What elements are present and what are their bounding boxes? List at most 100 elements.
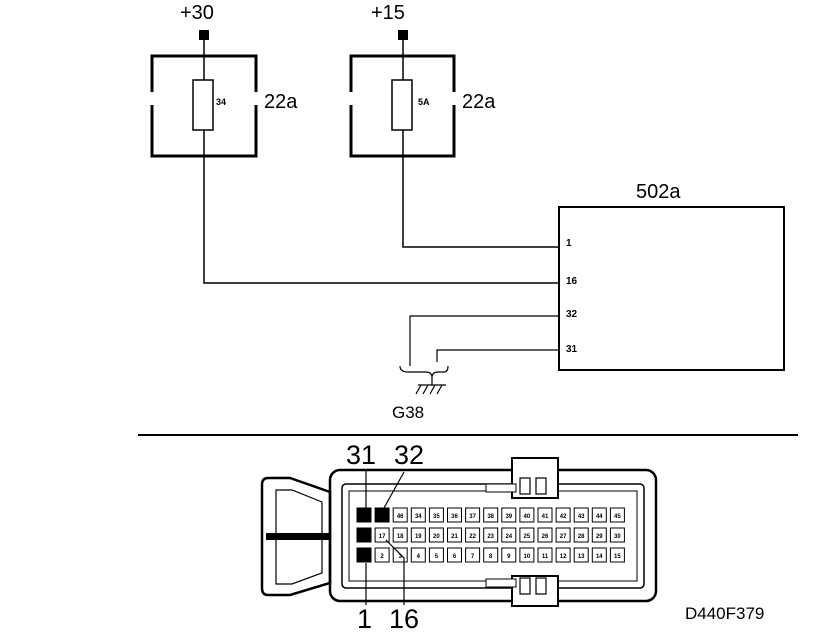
connector-pin-cell [356, 547, 372, 563]
connector-pin-number: 14 [596, 554, 603, 560]
connector-callout-16: 16 [389, 604, 419, 634]
connector-callout-32: 32 [394, 440, 424, 470]
connector-pin-number: 42 [560, 514, 567, 520]
connector-pin-cell [447, 527, 462, 543]
callout-leader-32 [383, 471, 405, 509]
connector-pin-number: 35 [433, 514, 440, 520]
connector-pin-cell [410, 527, 426, 543]
connector-callout-31: 31 [346, 440, 376, 470]
fuse-right-rating: 5A [418, 97, 430, 107]
connector-pin-cell [537, 547, 553, 563]
connector-pin-number: 22 [469, 534, 476, 540]
connector-pin-number: 34 [415, 514, 422, 520]
connector-pin-number: 29 [596, 534, 603, 540]
control-unit-pin-32: 32 [566, 309, 578, 320]
wire-plus15-to-pin1 [402, 156, 559, 248]
connector-pin-cell [573, 507, 589, 523]
connector-pin-cell [483, 547, 499, 563]
connector-pin-cell [374, 547, 390, 563]
connector-pin-number: 13 [578, 554, 585, 560]
control-unit-pin-31: 31 [566, 344, 578, 355]
supply-plus15-label: +15 [371, 2, 405, 24]
connector-pin-cell [483, 507, 499, 523]
connector-pin-cell [447, 547, 462, 563]
connector-pin-cell [591, 547, 607, 563]
supply-plus30-terminal [199, 30, 209, 40]
connector-pin-number: 7 [471, 554, 475, 560]
connector-pin-cell [410, 547, 426, 563]
fuse-right [391, 79, 413, 131]
connector-pin-number: 6 [453, 554, 457, 560]
wire-plus30-to-pin16 [203, 156, 559, 284]
connector-pin-number: 3 [399, 554, 403, 560]
fuse-box-right-label: 22a [462, 91, 496, 113]
connector-pin-cell [555, 547, 571, 563]
connector-pin-number: 19 [415, 534, 422, 540]
connector-pin-cell [428, 547, 444, 563]
connector-pin-cell [555, 507, 571, 523]
wire-pin31-to-ground [436, 349, 559, 362]
connector-pin-cell [374, 507, 390, 523]
connector-pin-number: 26 [542, 534, 549, 540]
fuse-box-left-label: 22a [264, 91, 298, 113]
connector-pin-number: 28 [578, 534, 585, 540]
figure-id: D440F379 [685, 604, 764, 623]
connector-pin-cell [428, 527, 444, 543]
connector-pin-number: 43 [578, 514, 585, 520]
connector-pin-number: 10 [524, 554, 531, 560]
supply-plus15-terminal [398, 30, 408, 40]
supply-plus30-label: +30 [180, 2, 214, 24]
connector-pin-number: 41 [542, 514, 549, 520]
connector-pin-number: 8 [489, 554, 493, 560]
connector-pin-cell [519, 507, 535, 523]
connector-pin-cell [356, 527, 372, 543]
connector-pin-number: 20 [433, 534, 440, 540]
connector-pin-cell [573, 527, 589, 543]
connector-pin-number: 2 [380, 554, 384, 560]
connector-pin-cell [465, 507, 481, 523]
connector-pin-cell [555, 527, 571, 543]
connector-pin-number: 5 [435, 554, 439, 560]
connector-callout-1: 1 [357, 604, 372, 634]
connector-pin-cell [537, 527, 553, 543]
connector-pin-number: 11 [542, 554, 549, 560]
connector-pin-number: 30 [614, 534, 621, 540]
connector-pin-cell [591, 527, 607, 543]
wire-pin32-to-ground [409, 315, 559, 366]
connector-pin-number: 37 [469, 514, 476, 520]
connector-pin-number: 36 [451, 514, 458, 520]
connector-pin-number: 17 [379, 534, 386, 540]
connector-pin-number: 40 [524, 514, 531, 520]
connector-pin-number: 12 [560, 554, 567, 560]
connector-pin-number: 45 [614, 514, 621, 520]
connector-pin-number: 23 [487, 534, 494, 540]
connector-pin-cell [428, 507, 444, 523]
connector-pin-number: 44 [596, 514, 603, 520]
connector-pin-cell [465, 547, 481, 563]
connector-pin-number: 39 [505, 514, 512, 520]
connector-pin-cell [501, 527, 517, 543]
control-unit-pin-1: 1 [566, 238, 572, 249]
connector-pin-cell [591, 507, 607, 523]
connector-pin-cell [519, 547, 535, 563]
connector-pin-cell [537, 507, 553, 523]
connector-pin-cell [410, 507, 426, 523]
connector-pin-number: 24 [505, 534, 512, 540]
connector-pin-number: 4 [417, 554, 421, 560]
control-unit-pin-16: 16 [566, 276, 578, 287]
connector-pin-number: 15 [614, 554, 621, 560]
connector-pin-number: 46 [397, 514, 404, 520]
connector-pin-cell [609, 527, 625, 543]
connector-pin-cell [392, 527, 408, 543]
connector-pin-number: 21 [451, 534, 458, 540]
ground-symbol [399, 365, 449, 395]
connector-pin-cell [447, 507, 462, 523]
connector-pin-cell [483, 527, 499, 543]
callout-leader-16 [385, 539, 405, 605]
connector-pin-cell [501, 547, 517, 563]
connector-pin-number: 9 [507, 554, 511, 560]
connector-pin-cell [374, 527, 390, 543]
connector-pin-cell [501, 507, 517, 523]
